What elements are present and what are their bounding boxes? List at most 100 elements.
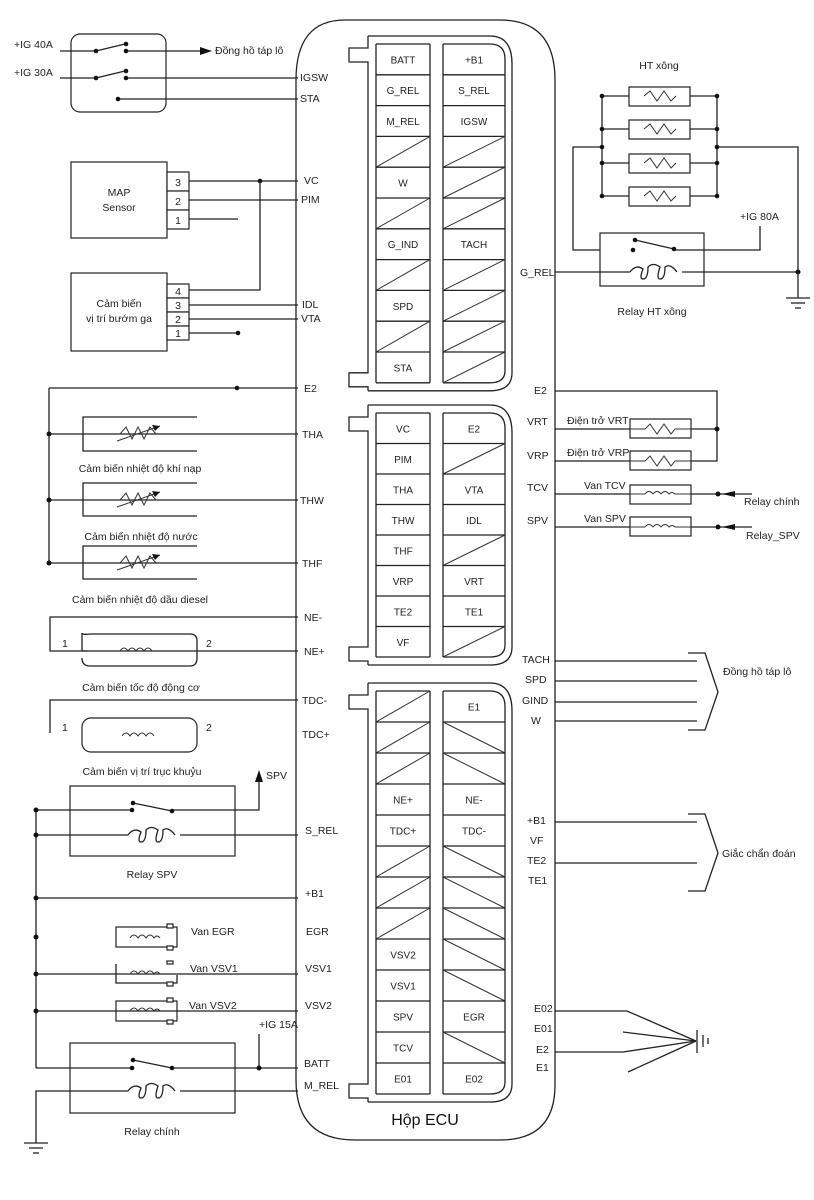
connector-pin-cell: THF — [393, 546, 412, 557]
van-tcv-label: Van TCV — [584, 480, 626, 492]
connector-pin-cell: VF — [397, 638, 410, 649]
pin-thf: THF — [302, 558, 322, 570]
ecu-housing — [295, 19, 556, 1141]
pin-e1: E1 — [536, 1062, 549, 1074]
fuel-temp-sensor-label: Cảm biến nhiệt độ dầu diesel — [72, 594, 208, 606]
connector-empty-cell — [442, 259, 506, 291]
resistor-vrp-label: Điện trở VRP — [567, 447, 629, 459]
glow-relay: +IG 80A Relay HT xông — [555, 211, 810, 318]
connector-frame — [368, 682, 513, 1103]
connector-empty-cell — [375, 876, 431, 909]
connector-pin-label: G_REL — [387, 86, 420, 97]
pin-m-rel: M_REL — [304, 1080, 339, 1092]
pin-vta: VTA — [301, 313, 321, 325]
unused-pin-slash — [442, 166, 506, 199]
van-egr-label: Van EGR — [191, 926, 235, 938]
connector-pin-label: BATT — [391, 55, 416, 66]
unused-pin-slash — [375, 197, 431, 230]
throttle-position-sensor: Cảm biến vị trí bướm ga 4 3 2 1 — [70, 181, 298, 352]
connector-pin-label: TE1 — [465, 607, 484, 618]
connector-pin-cell: G_IND — [388, 240, 419, 251]
connector-pin-label: THW — [392, 516, 415, 527]
connector-pin-cell: E2 — [468, 424, 481, 435]
thermistor-icon — [116, 554, 161, 571]
connector-pin-cell: VRP — [393, 577, 414, 588]
map-sensor-label-2: Sensor — [102, 202, 136, 214]
connector-pin-cell: TDC- — [462, 827, 486, 838]
van-egr: Van EGR — [115, 923, 235, 951]
dashboard-group-label: Đồng hồ táp lô — [723, 666, 791, 678]
connector-empty-cell — [442, 721, 506, 754]
resistor-icon — [630, 455, 691, 467]
connector-empty-cell — [442, 135, 506, 168]
diagnostic-connection: Giắc chẩn đoán — [555, 813, 796, 892]
resistor-vrt-label: Điện trở VRT — [567, 415, 629, 427]
connector-empty-cell — [442, 320, 506, 353]
arrow-up-icon — [255, 770, 263, 782]
unused-pin-slash — [442, 907, 506, 940]
connector-pin-cell: VRT — [464, 577, 484, 588]
resistor-icon — [630, 423, 691, 435]
connector-pin-label: TE2 — [394, 607, 413, 618]
connector-pin-cell: G_REL — [387, 86, 420, 97]
tps-pin-2: 2 — [175, 314, 181, 326]
ecu-left-pin-labels: IGSW STA VC PIM IDL VTA E2 THA THW THF N… — [300, 72, 339, 1092]
pin-w: W — [531, 715, 541, 727]
connector-pin-label: SPV — [393, 1013, 413, 1024]
connector-pin-cell: VC — [396, 424, 410, 435]
pin-vrp: VRP — [527, 450, 549, 462]
unused-pin-slash — [375, 259, 431, 291]
intake-air-temp-sensor-label: Cảm biến nhiệt độ khí nạp — [79, 463, 202, 475]
pin-ne-plus: NE+ — [304, 646, 325, 658]
pin-e2: E2 — [304, 383, 317, 395]
unused-pin-slash — [442, 845, 506, 878]
unused-pin-slash — [375, 320, 431, 353]
diagnostic-group-label: Giắc chẩn đoán — [722, 847, 796, 860]
connector-empty-cell — [442, 166, 506, 199]
glow-plug — [599, 119, 720, 140]
connector-pin-label: VF — [397, 638, 410, 649]
map-sensor-label: MAP — [108, 187, 131, 199]
connector-pin-cell: +B1 — [465, 55, 484, 66]
coil-icon — [630, 524, 691, 528]
pin-b1-right: +B1 — [527, 815, 546, 827]
arrow-left-icon — [722, 491, 735, 497]
van-vsv2: Van VSV2 — [36, 997, 298, 1025]
pin-tdc-plus: TDC+ — [302, 729, 330, 741]
connector-pin-cell: NE- — [465, 796, 482, 807]
connector-pin-cell: W — [398, 179, 408, 190]
connector-pin-cell: TDC+ — [390, 827, 417, 838]
connector-pin-label: SPD — [393, 302, 414, 313]
engine-speed-sensor-label: Cảm biến tốc độ động cơ — [82, 682, 200, 694]
connector-empty-cell — [442, 1031, 506, 1064]
pin-te1: TE1 — [528, 875, 547, 887]
coolant-temp-sensor-label: Cảm biến nhiệt độ nước — [84, 531, 197, 543]
connector-pin-cell: SPV — [393, 1013, 413, 1024]
ignition-switch: +IG 40A +IG 30A Đồng hồ táp lô — [14, 33, 298, 113]
unused-pin-slash — [442, 876, 506, 909]
connector-empty-cell — [375, 752, 431, 785]
connector-pin-label: M_REL — [386, 117, 420, 128]
pin-te2: TE2 — [527, 855, 546, 867]
ecu-right-pin-labels: G_REL E2 VRT VRP TCV SPV TACH SPD GIND W… — [520, 267, 555, 1074]
relay-coil-icon — [127, 1082, 176, 1099]
tps-pin-3: 3 — [175, 300, 181, 312]
connector-pin-label: VSV1 — [390, 982, 416, 993]
pin-vc: VC — [304, 175, 319, 187]
supply-ig30a-label: +IG 30A — [14, 67, 53, 79]
connector-pin-cell: VTA — [465, 485, 484, 496]
connector-latch — [348, 405, 369, 665]
connector-empty-cell — [442, 876, 506, 909]
connector-pin-label: E02 — [465, 1075, 483, 1086]
connector-pin-cell: THA — [393, 485, 413, 496]
connector-empty-cell — [375, 135, 431, 168]
glow-plug — [599, 186, 720, 207]
glow-plugs-label: HT xông — [639, 60, 679, 72]
pin-b1: +B1 — [305, 888, 324, 900]
unused-pin-slash — [375, 135, 431, 168]
unused-pin-slash — [442, 626, 506, 658]
connector-empty-cell — [442, 907, 506, 940]
speed-sensor-pin-1: 1 — [62, 638, 68, 650]
van-vsv1: Van VSV1 — [36, 960, 298, 987]
